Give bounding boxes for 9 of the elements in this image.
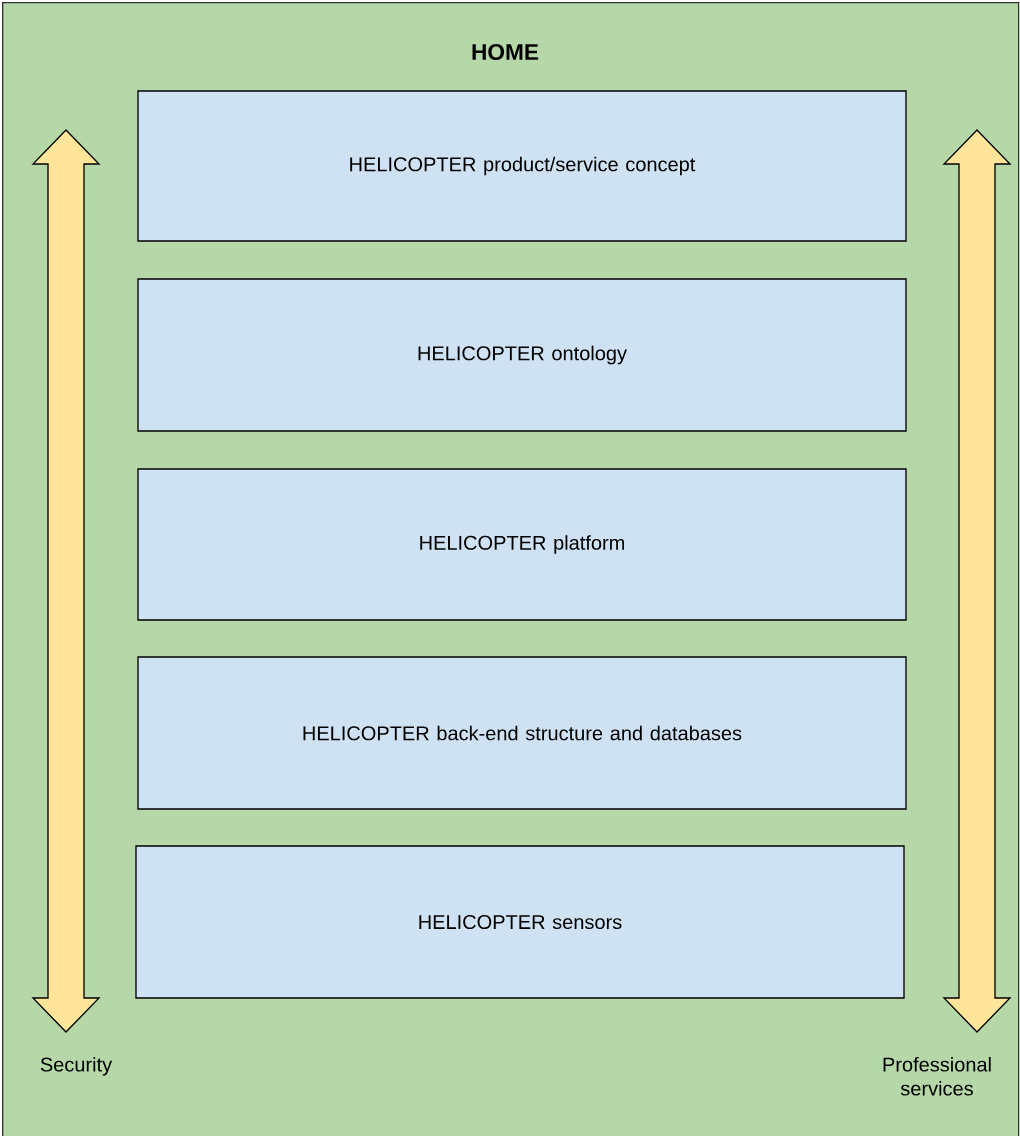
layer-box: HELICOPTER sensors [135, 845, 905, 999]
layer-box: HELICOPTER back-end structure and databases [137, 656, 907, 810]
double-arrow [31, 129, 101, 1033]
double-arrow [942, 129, 1012, 1033]
layer-box: HELICOPTER platform [137, 468, 907, 621]
layer-box: HELICOPTER ontology [137, 278, 907, 432]
layer-box: HELICOPTER product/service concept [137, 90, 907, 242]
arrow-label: Professional services [883, 1056, 991, 1096]
arrow-label: Security [40, 1056, 113, 1076]
